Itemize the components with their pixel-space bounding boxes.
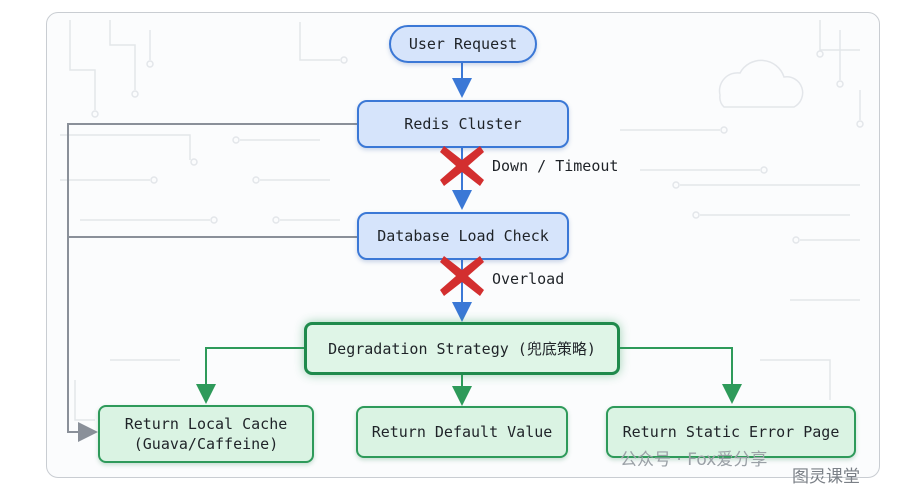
node-return-default-value: Return Default Value [356,406,568,458]
node-return-local-cache: Return Local Cache (Guava/Caffeine) [98,405,314,463]
node-degradation-strategy: Degradation Strategy (兜底策略) [304,322,620,375]
watermark-account: 公众号 · Fox爱分享 [620,450,768,470]
cloud-icon [718,59,804,108]
node-user-request: User Request [389,25,537,63]
label-down-timeout: Down / Timeout [492,157,619,175]
edge-to-local-cache [196,347,305,404]
failure-x-icon [440,256,484,296]
edge-redis-fallback [67,123,357,442]
circuit-decoration [60,20,864,421]
node-redis-cluster: Redis Cluster [357,100,569,148]
edge-to-static-error [620,347,742,404]
label-overload: Overload [492,270,565,288]
node-return-static-error-page: Return Static Error Page [606,406,856,458]
failure-x-icon [440,146,484,186]
node-database-load-check: Database Load Check [357,212,569,260]
watermark-brand: 图灵课堂 [792,467,860,487]
